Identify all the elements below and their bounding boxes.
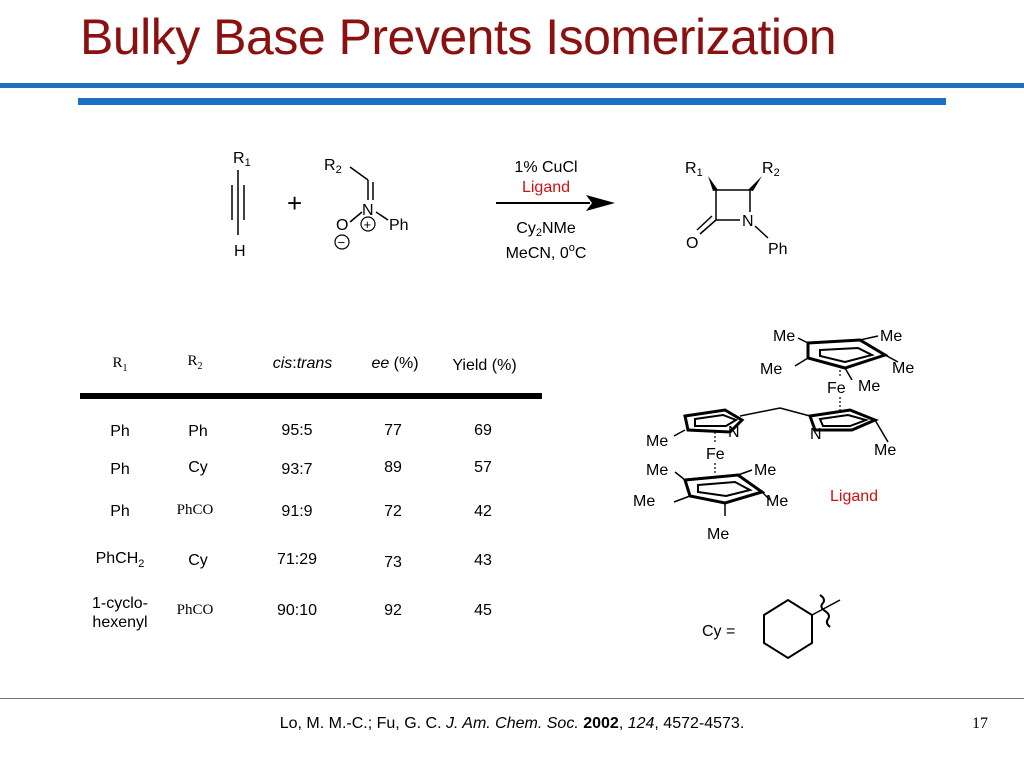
svg-text:Fe: Fe — [827, 380, 846, 397]
nitrone: R2 N O + Ph − — [324, 157, 409, 250]
header-r2: R2 — [187, 353, 203, 372]
svg-text:Fe: Fe — [706, 446, 725, 463]
table-cell: 90:10 — [276, 602, 318, 619]
svg-text:−: − — [338, 235, 346, 250]
table-cell: Ph — [110, 423, 130, 440]
aza-ring-right — [807, 408, 889, 443]
table-cell: Cy — [188, 552, 208, 569]
svg-text:1% CuCl: 1% CuCl — [514, 159, 577, 176]
cyclohexyl-definition: Cy = — [702, 594, 841, 660]
svg-text:Cy =: Cy = — [702, 623, 735, 640]
beta-lactam-product: R1 R2 O N Ph — [685, 160, 788, 258]
svg-text:Me: Me — [760, 361, 782, 378]
svg-text:Ph: Ph — [389, 217, 409, 234]
table-cell: Ph — [110, 461, 130, 478]
ligand-structure: Me Me Me Me Fe Me N Me N Me Fe Me Me Me … — [633, 328, 914, 543]
svg-text:Me: Me — [646, 462, 668, 479]
cp-star-ring-upper — [794, 335, 899, 381]
table-cell: PhCO — [176, 502, 214, 518]
table-cell: 91:9 — [281, 503, 313, 520]
aza-ring-left — [673, 408, 745, 437]
table-cell: 92 — [384, 602, 402, 619]
svg-text:O: O — [686, 235, 698, 252]
svg-text:N: N — [728, 424, 740, 441]
svg-text:Ph: Ph — [768, 241, 788, 258]
cp-star-ring-lower — [673, 469, 771, 516]
svg-text:Me: Me — [880, 328, 902, 345]
svg-text:H: H — [234, 243, 246, 260]
table-cell: 77 — [384, 422, 402, 439]
page-number: 17 — [972, 715, 988, 732]
table-cell: Ph — [188, 423, 208, 440]
svg-text:Me: Me — [707, 526, 729, 543]
footer-rule — [0, 698, 1024, 699]
table-cell: 57 — [474, 459, 492, 476]
svg-text:Cy2NMe: Cy2NMe — [516, 220, 576, 239]
alkyne: R1 H — [231, 150, 251, 260]
title-rule-top — [0, 83, 1024, 88]
svg-text:R1: R1 — [233, 150, 251, 169]
table-cell: Cy — [188, 459, 208, 476]
citation: Lo, M. M.-C.; Fu, G. C. J. Am. Chem. Soc… — [279, 715, 745, 732]
svg-text:R1: R1 — [685, 160, 703, 179]
reaction-scheme: R1 H + R2 N O + Ph − 1% CuCl Ligand Cy2N… — [231, 150, 788, 262]
svg-text:Ligand: Ligand — [522, 179, 570, 196]
svg-text:Me: Me — [874, 442, 896, 459]
table-cell: 69 — [474, 422, 492, 439]
svg-text:R2: R2 — [324, 157, 342, 176]
svg-text:Me: Me — [754, 462, 776, 479]
slide-title: Bulky Base Prevents Isomerization — [80, 9, 837, 65]
ligand-label: Ligand — [830, 488, 878, 505]
table-cell: PhCH2 — [95, 550, 145, 571]
table-cell: PhCO — [176, 602, 214, 618]
svg-text:Me: Me — [766, 493, 788, 510]
header-yield: Yield (%) — [452, 357, 517, 374]
svg-text:Me: Me — [892, 360, 914, 377]
title-rule-bottom — [78, 98, 946, 105]
svg-text:+: + — [364, 217, 372, 232]
reaction-conditions: 1% CuCl Ligand Cy2NMe MeCN, 0oC — [496, 159, 615, 262]
svg-text:R2: R2 — [762, 160, 780, 179]
table-cell: 45 — [474, 602, 492, 619]
header-cis-trans: cis:trans — [272, 355, 333, 372]
table-cell: 73 — [384, 554, 402, 571]
header-rule — [80, 393, 542, 399]
svg-text:N: N — [362, 202, 374, 219]
table-cell: 89 — [384, 459, 402, 476]
table-cell: 43 — [474, 552, 492, 569]
header-r1: R1 — [112, 355, 128, 374]
header-ee: ee (%) — [371, 355, 419, 372]
table-cell: 95:5 — [281, 422, 313, 439]
svg-text:N: N — [742, 213, 754, 230]
plus-sign: + — [287, 188, 302, 218]
table-cell: 42 — [474, 503, 492, 520]
svg-text:N: N — [810, 426, 822, 443]
table-cell: 1-cyclo- hexenyl — [91, 595, 148, 631]
svg-text:Me: Me — [858, 378, 880, 395]
svg-text:Me: Me — [646, 433, 668, 450]
svg-text:O: O — [336, 217, 348, 234]
table-cell: Ph — [110, 503, 130, 520]
table-cell: 93:7 — [281, 461, 313, 478]
table-cell: 72 — [384, 503, 402, 520]
table-cell: 71:29 — [276, 551, 318, 568]
svg-text:Me: Me — [773, 328, 795, 345]
svg-text:Me: Me — [633, 493, 655, 510]
svg-text:MeCN, 0oC: MeCN, 0oC — [506, 242, 587, 262]
